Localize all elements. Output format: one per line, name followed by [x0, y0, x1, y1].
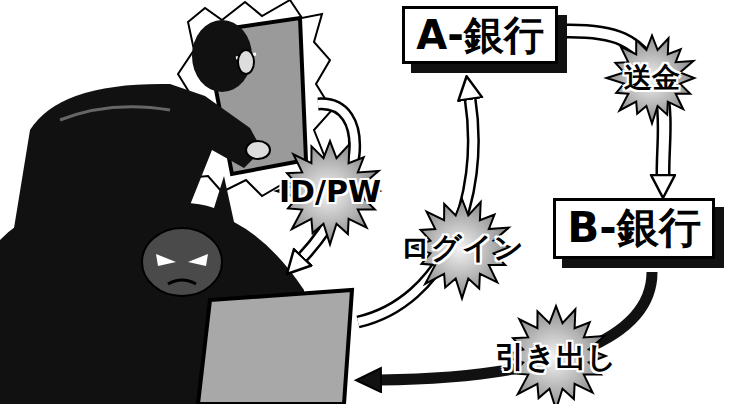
- bank-name: B-銀行: [567, 205, 700, 251]
- burst-label: ID/PW: [279, 175, 381, 208]
- bank-box: A-銀行: [402, 6, 558, 64]
- devil-laptop: [198, 290, 352, 404]
- devil-eye: [156, 254, 176, 266]
- devil-eye: [188, 254, 208, 266]
- burst-label: 引き出し: [495, 340, 617, 373]
- man-hand: [246, 141, 270, 159]
- coat-fold: [60, 107, 170, 120]
- bank-box: B-銀行: [553, 198, 715, 259]
- withdraw-arrow: [380, 272, 652, 380]
- starburst: [606, 36, 694, 124]
- bank-name: A-銀行: [416, 13, 544, 57]
- devil-face: [142, 228, 222, 296]
- man-ear: [238, 50, 254, 74]
- edge-label: 送金: [624, 63, 680, 94]
- devil-mouth: [168, 280, 196, 284]
- burst-label: ログイン: [400, 231, 524, 264]
